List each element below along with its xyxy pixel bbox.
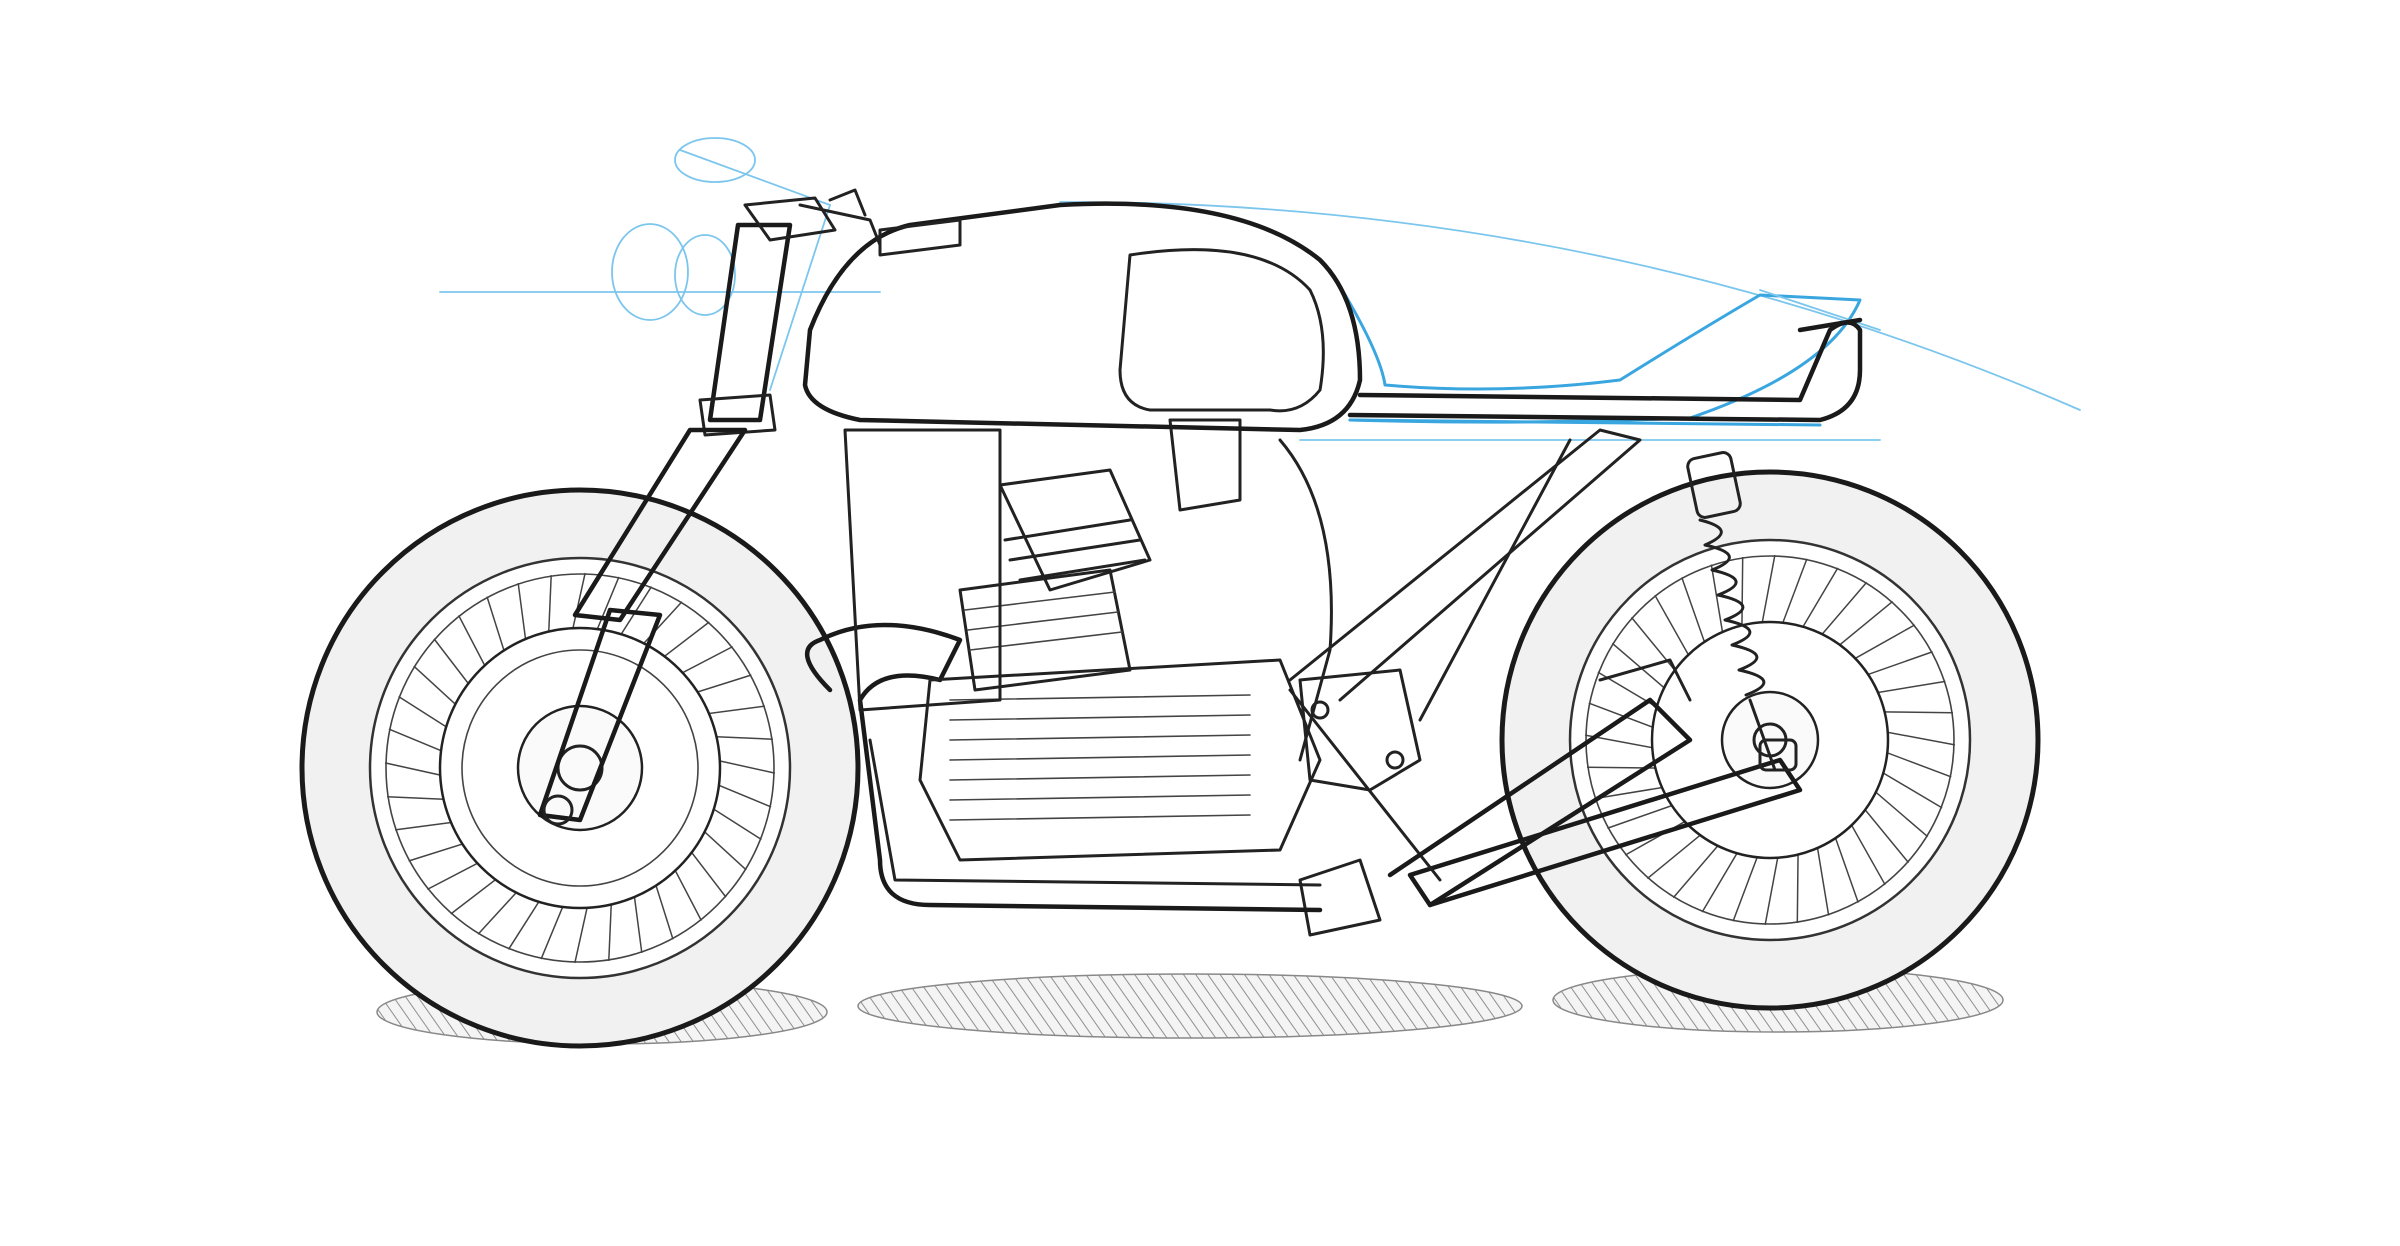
fork-lower-clamp: [698, 393, 777, 437]
front-hub: [516, 704, 644, 832]
tank-body: [802, 201, 1363, 433]
fork-tube-lower: [572, 427, 748, 623]
engine-case: [918, 658, 1322, 862]
fork-tube-upper: [707, 222, 793, 423]
fork-top-clamp: [743, 196, 837, 242]
engine-fins: [949, 694, 1251, 821]
seat-tail: [1347, 317, 1863, 423]
engine-backplate: [843, 428, 1002, 712]
engine: [843, 418, 1422, 862]
fork-slider: [537, 607, 663, 823]
tank-cap: [878, 218, 962, 257]
front-fork: [537, 196, 837, 826]
engine-shadow: [857, 973, 1523, 1039]
fuel-tank: [802, 201, 1363, 433]
exhaust-pipe: [804, 622, 1693, 913]
tank-knee-recess: [1118, 248, 1325, 413]
handlebars: [798, 188, 882, 247]
cylinder: [958, 568, 1132, 692]
front-wheel: [299, 487, 861, 1049]
rear-shock-absorber: [1686, 451, 1798, 772]
rear-frame: [1288, 428, 1803, 937]
